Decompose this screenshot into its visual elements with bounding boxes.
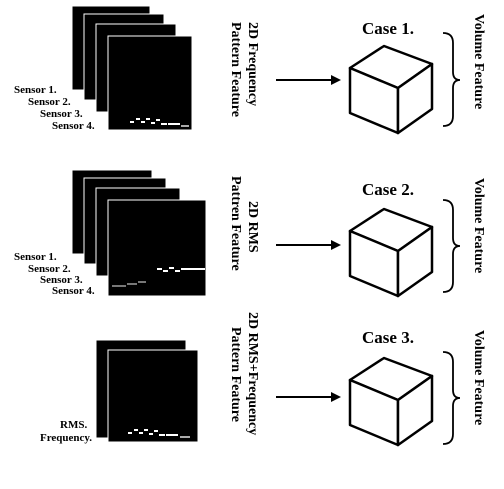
- frequency-pattern: [130, 118, 189, 127]
- volume-label: Volume Feature: [471, 178, 486, 273]
- right-arrow-icon: [276, 75, 341, 85]
- feature-label: 2D Frequency: [245, 22, 260, 106]
- feature-label: Pattern Feature: [228, 22, 243, 117]
- sensor-image-stack: [71, 5, 193, 131]
- right-brace-icon: [442, 32, 461, 127]
- row-2: Sensor 1. Sensor 2. Sensor 3. Sensor 4. …: [14, 169, 486, 298]
- volume-label: Volume Feature: [471, 14, 486, 109]
- sensor-image-stack: [71, 169, 207, 297]
- cube-icon: [348, 44, 434, 135]
- sensor-label: RMS.: [60, 419, 87, 431]
- feature-label: Pattren Feature: [228, 176, 243, 271]
- sensor-label: Sensor 4.: [52, 285, 95, 297]
- sensor-label: Sensor 3.: [40, 274, 83, 286]
- cube-icon: [348, 207, 434, 298]
- sensor-label: Frequency.: [40, 432, 92, 444]
- row-3: RMS. Frequency. 2D RMS+Frequency Pattern…: [40, 312, 486, 447]
- cube-icon: [348, 356, 434, 447]
- sensor-label: Sensor 2.: [28, 96, 71, 108]
- feature-label: 2D RMS: [245, 201, 260, 253]
- sensor-label: Sensor 4.: [52, 120, 95, 132]
- sensor-label: Sensor 3.: [40, 108, 83, 120]
- right-arrow-icon: [276, 392, 341, 402]
- sensor-image: [107, 35, 193, 131]
- rms-pattern: [112, 267, 205, 287]
- row-1: Sensor 1. Sensor 2. Sensor 3. Sensor 4. …: [14, 5, 486, 135]
- feature-label: 2D RMS+Frequency: [245, 312, 260, 435]
- feature-label: Pattern Feature: [228, 327, 243, 422]
- case-label: Case 1.: [362, 19, 414, 38]
- case-label: Case 3.: [362, 328, 414, 347]
- rms-frequency-pattern: [128, 429, 190, 438]
- right-arrow-icon: [276, 240, 341, 250]
- right-brace-icon: [442, 199, 461, 293]
- right-brace-icon: [442, 351, 461, 445]
- volume-label: Volume Feature: [471, 330, 486, 425]
- sensor-label: Sensor 2.: [28, 263, 71, 275]
- sensor-image: [107, 349, 199, 443]
- sensor-image-stack: [95, 339, 199, 443]
- sensor-image: [107, 199, 207, 297]
- sensor-label: Sensor 1.: [14, 84, 57, 96]
- case-label: Case 2.: [362, 180, 414, 199]
- sensor-label: Sensor 1.: [14, 251, 57, 263]
